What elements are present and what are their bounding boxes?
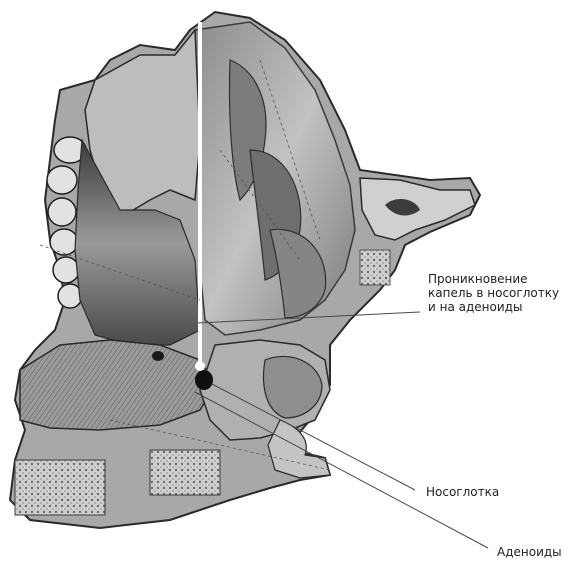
label-drop-penetration-line-1: Проникновение: [428, 272, 559, 286]
label-drop-penetration-line-2: капель в носоглотку: [428, 286, 559, 300]
label-adenoids: Аденоиды: [497, 545, 562, 559]
label-drop-penetration: Проникновение капель в носоглотку и на а…: [428, 272, 559, 314]
bone-texture-mid: [150, 450, 220, 495]
drop-target-dark: [195, 370, 213, 390]
drop-target-small: [152, 351, 164, 361]
label-drop-penetration-line-3: и на аденоиды: [428, 300, 559, 314]
drop-path-end: [195, 361, 205, 371]
bone-texture-upper: [360, 250, 390, 285]
bone-texture-lower: [15, 460, 105, 515]
label-nasopharynx: Носоглотка: [426, 485, 499, 499]
